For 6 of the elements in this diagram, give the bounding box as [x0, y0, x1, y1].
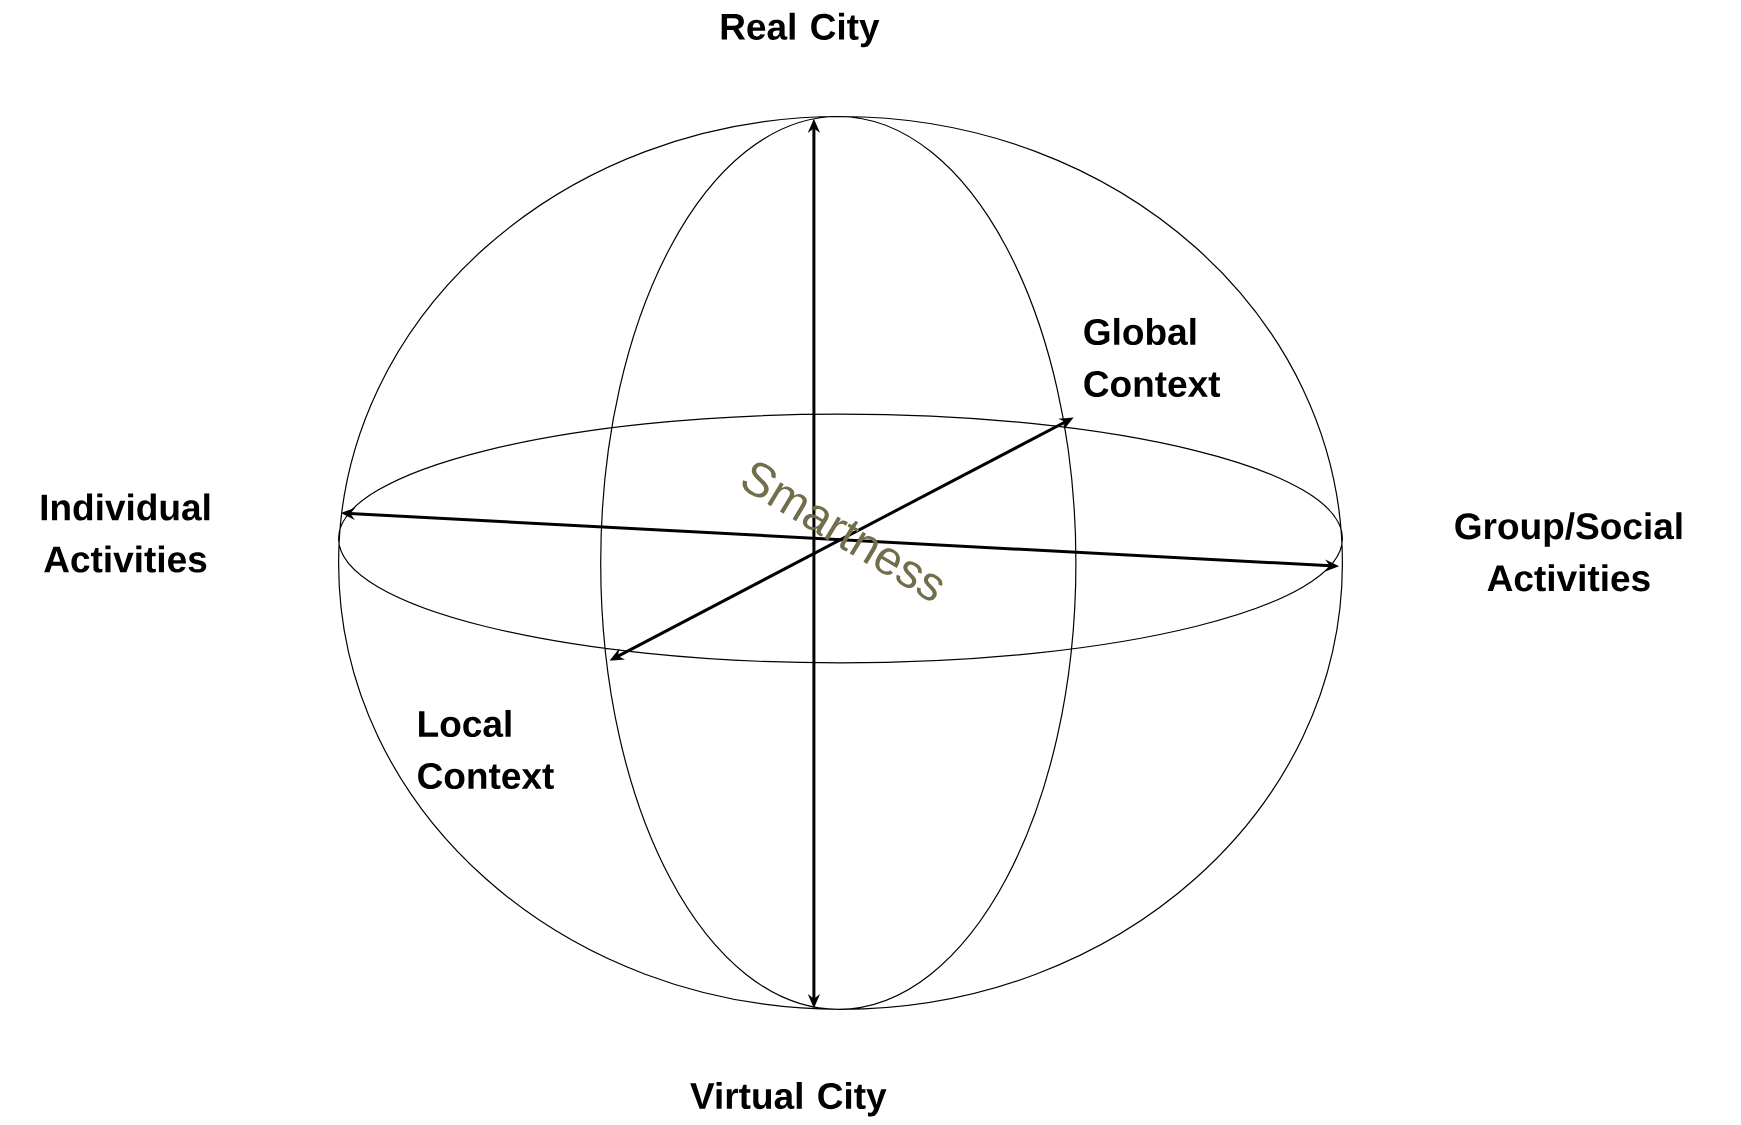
- axis-label: Global Context: [1084, 317, 1221, 398]
- axis-label: Individual Activities: [41, 493, 210, 573]
- axis-label: Virtual City: [690, 1082, 887, 1117]
- axis-label: Group/Social Activities: [1455, 512, 1682, 592]
- axis-label: Local Context: [418, 709, 554, 790]
- axis-label: Real City: [721, 12, 880, 48]
